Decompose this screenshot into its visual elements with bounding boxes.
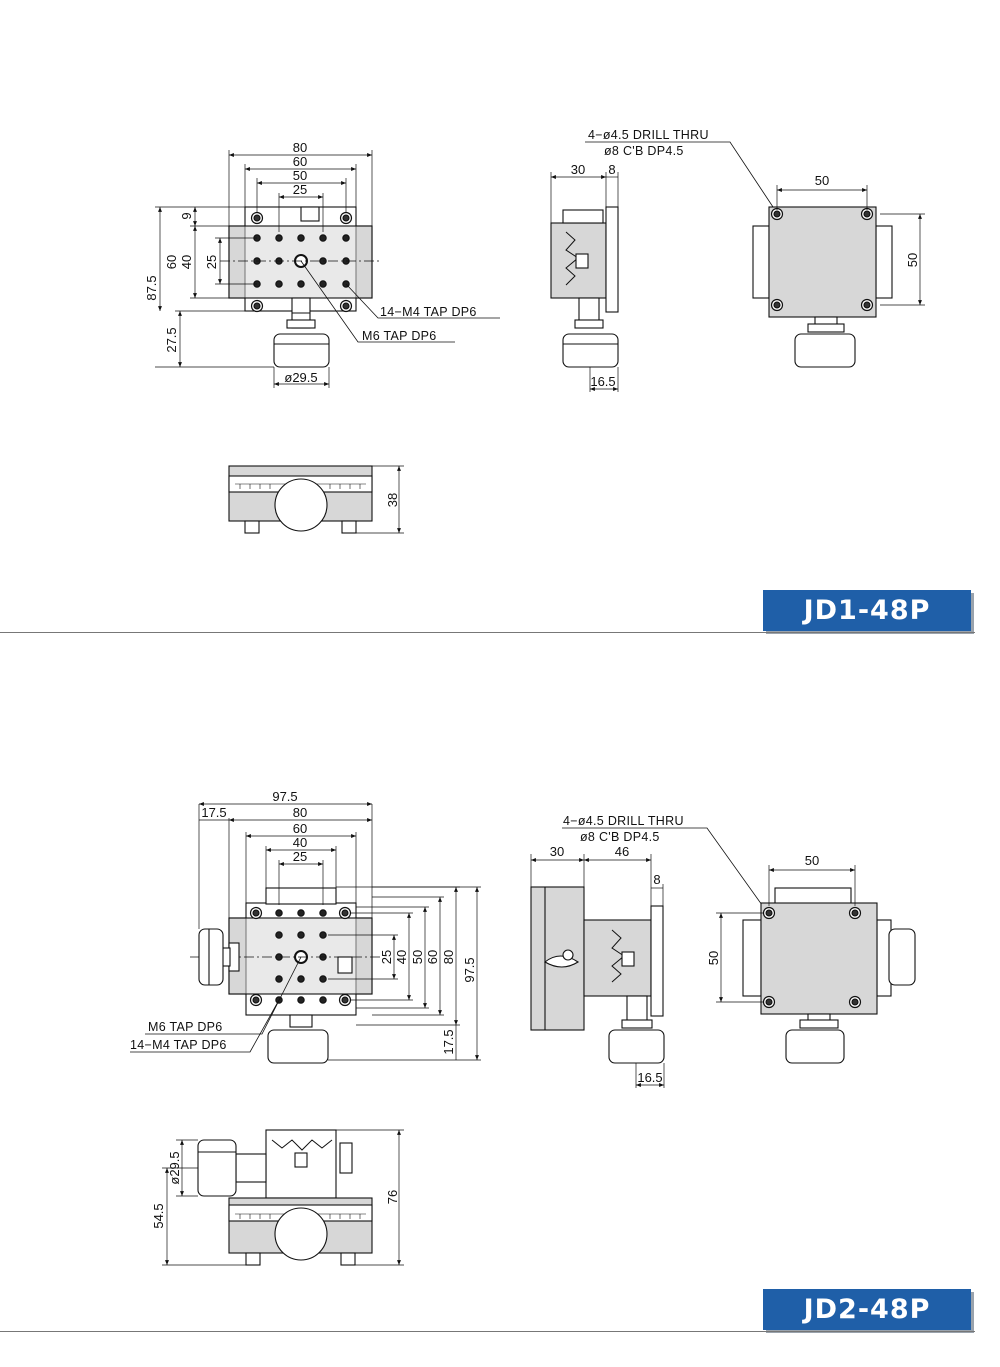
s2-right-view-labels: 50 50 xyxy=(706,853,819,965)
s2-front-dim-76: 76 xyxy=(385,1190,400,1204)
s2-callout-drill-thru: 4−ø4.5 DRILL THRU xyxy=(563,814,684,828)
model-badge-jd2: JD2-48P xyxy=(763,1289,971,1330)
s2-dim-80v: 80 xyxy=(441,950,456,964)
s1-right-dim-50v: 50 xyxy=(905,253,920,267)
s1-side-view xyxy=(550,141,776,392)
s2-right-dim-50v: 50 xyxy=(706,951,721,965)
s1-dim-25: 25 xyxy=(293,182,307,197)
s2-dim-25v: 25 xyxy=(379,950,394,964)
s1-side-dim-16-5: 16.5 xyxy=(590,374,615,389)
s1-top-view xyxy=(155,150,500,388)
s2-side-dim-16-5: 16.5 xyxy=(637,1070,662,1085)
s2-dim-80: 80 xyxy=(293,805,307,820)
s2-right-dim-50h: 50 xyxy=(805,853,819,868)
model-badge-jd1: JD1-48P xyxy=(763,590,971,631)
s1-front-view-labels: 38 xyxy=(385,493,400,507)
s2-front-dim-54-5: 54.5 xyxy=(151,1203,166,1228)
s1-right-view xyxy=(752,185,925,368)
s2-callout-counterbore: ø8 C'B DP4.5 xyxy=(580,830,660,844)
section-divider-1 xyxy=(0,632,975,633)
s1-side-dim-8: 8 xyxy=(608,162,615,177)
s1-dim-80: 80 xyxy=(293,140,307,155)
s2-right-view xyxy=(716,865,916,1064)
s1-dim-27-5: 27.5 xyxy=(164,327,179,352)
s1-callout-drill-thru: 4−ø4.5 DRILL THRU xyxy=(588,128,709,142)
s2-dim-50v: 50 xyxy=(410,950,425,964)
model-badge-jd1-label: JD1-48P xyxy=(803,595,931,626)
s2-front-view xyxy=(162,1129,404,1266)
s1-side-view-labels: 30 8 16.5 4−ø4.5 DRILL THRU ø8 C'B DP4.5 xyxy=(571,128,709,389)
s2-dim-60v: 60 xyxy=(425,950,440,964)
s2-callout-m6-tap: M6 TAP DP6 xyxy=(148,1020,223,1034)
s1-dim-40v: 40 xyxy=(179,255,194,269)
s2-side-dim-46: 46 xyxy=(615,844,629,859)
s1-dim-60v: 60 xyxy=(164,255,179,269)
s1-dim-25v: 25 xyxy=(204,255,219,269)
s1-right-dim-50h: 50 xyxy=(815,173,829,188)
s2-dim-25: 25 xyxy=(293,849,307,864)
s2-dim-40v: 40 xyxy=(394,950,409,964)
s2-dim-17-5v: 17.5 xyxy=(441,1029,456,1054)
s1-dim-60: 60 xyxy=(293,154,307,169)
s2-dim-40: 40 xyxy=(293,835,307,850)
s2-side-view xyxy=(530,827,763,1088)
s2-callout-m4-tap: 14−M4 TAP DP6 xyxy=(130,1038,227,1052)
s2-dim-97-5: 97.5 xyxy=(272,789,297,804)
s1-callout-m6-tap: M6 TAP DP6 xyxy=(362,329,437,343)
s1-dim-50: 50 xyxy=(293,168,307,183)
s2-side-dim-30: 30 xyxy=(550,844,564,859)
s2-side-dim-8: 8 xyxy=(653,872,660,887)
s1-callout-m4-tap: 14−M4 TAP DP6 xyxy=(380,305,477,319)
model-badge-jd2-label: JD2-48P xyxy=(803,1294,931,1325)
s2-side-view-labels: 30 46 8 16.5 4−ø4.5 DRILL THRU ø8 C'B DP… xyxy=(550,814,684,1085)
s2-front-view-labels: ø29.5 54.5 76 xyxy=(151,1151,400,1228)
s1-front-dim-38: 38 xyxy=(385,493,400,507)
s1-dim-dia-29-5: ø29.5 xyxy=(284,370,317,385)
s1-callout-counterbore: ø8 C'B DP4.5 xyxy=(604,144,684,158)
s2-dim-60: 60 xyxy=(293,821,307,836)
s2-dim-97-5v: 97.5 xyxy=(462,957,477,982)
s2-top-view xyxy=(130,802,481,1064)
s2-top-view-labels: 97.5 17.5 80 60 40 25 25 40 50 60 80 97.… xyxy=(130,789,477,1055)
s1-dim-9: 9 xyxy=(179,212,194,219)
s1-top-view-labels: 80 60 50 25 9 60 40 25 87.5 27.5 ø29.5 1… xyxy=(144,140,477,385)
s2-dim-17-5: 17.5 xyxy=(201,805,226,820)
s1-side-dim-30: 30 xyxy=(571,162,585,177)
s1-front-view xyxy=(228,465,404,534)
s1-dim-87-5: 87.5 xyxy=(144,275,159,300)
section-divider-2 xyxy=(0,1331,975,1332)
s1-right-view-labels: 50 50 xyxy=(815,173,920,267)
s2-front-dim-dia-29-5: ø29.5 xyxy=(167,1151,182,1184)
